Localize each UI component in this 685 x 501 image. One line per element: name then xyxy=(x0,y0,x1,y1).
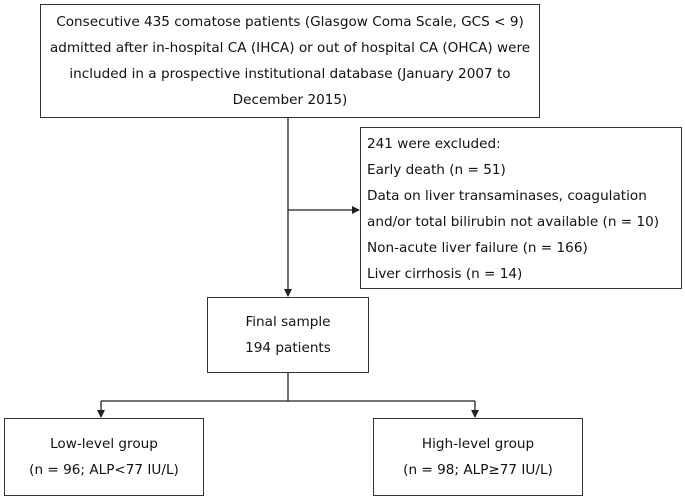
excluded-missing-data-line-2: and/or total bilirubin not available (n … xyxy=(367,214,660,230)
low-level-group-title: Low-level group xyxy=(50,436,158,452)
high-level-group-box: High-level group (n = 98; ALP≥77 IU/L) xyxy=(373,418,583,496)
excluded-missing-data-line-1: Data on liver transaminases, coagulation xyxy=(367,188,647,204)
enrollment-line-2: admitted after in-hospital CA (IHCA) or … xyxy=(49,40,531,56)
final-sample-box: Final sample 194 patients xyxy=(207,297,369,373)
excluded-header: 241 were excluded: xyxy=(367,136,501,152)
high-level-group-title: High-level group xyxy=(421,436,535,452)
excluded-liver-cirrhosis: Liver cirrhosis (n = 14) xyxy=(367,266,523,282)
excluded-early-death: Early death (n = 51) xyxy=(367,162,506,178)
excluded-non-acute-liver-failure: Non-acute liver failure (n = 166) xyxy=(367,240,588,256)
final-sample-count: 194 patients xyxy=(245,340,331,356)
high-level-group-detail: (n = 98; ALP≥77 IU/L) xyxy=(403,462,553,478)
excluded-box: 241 were excluded: Early death (n = 51) … xyxy=(360,127,682,289)
enrollment-line-1: Consecutive 435 comatose patients (Glasg… xyxy=(56,14,524,30)
final-sample-label: Final sample xyxy=(245,314,331,330)
low-level-group-box: Low-level group (n = 96; ALP<77 IU/L) xyxy=(4,418,204,496)
enrollment-line-4: December 2015) xyxy=(232,92,348,108)
enrollment-line-3: included in a prospective institutional … xyxy=(69,66,511,82)
enrollment-box: Consecutive 435 comatose patients (Glasg… xyxy=(40,4,540,118)
low-level-group-detail: (n = 96; ALP<77 IU/L) xyxy=(29,462,179,478)
